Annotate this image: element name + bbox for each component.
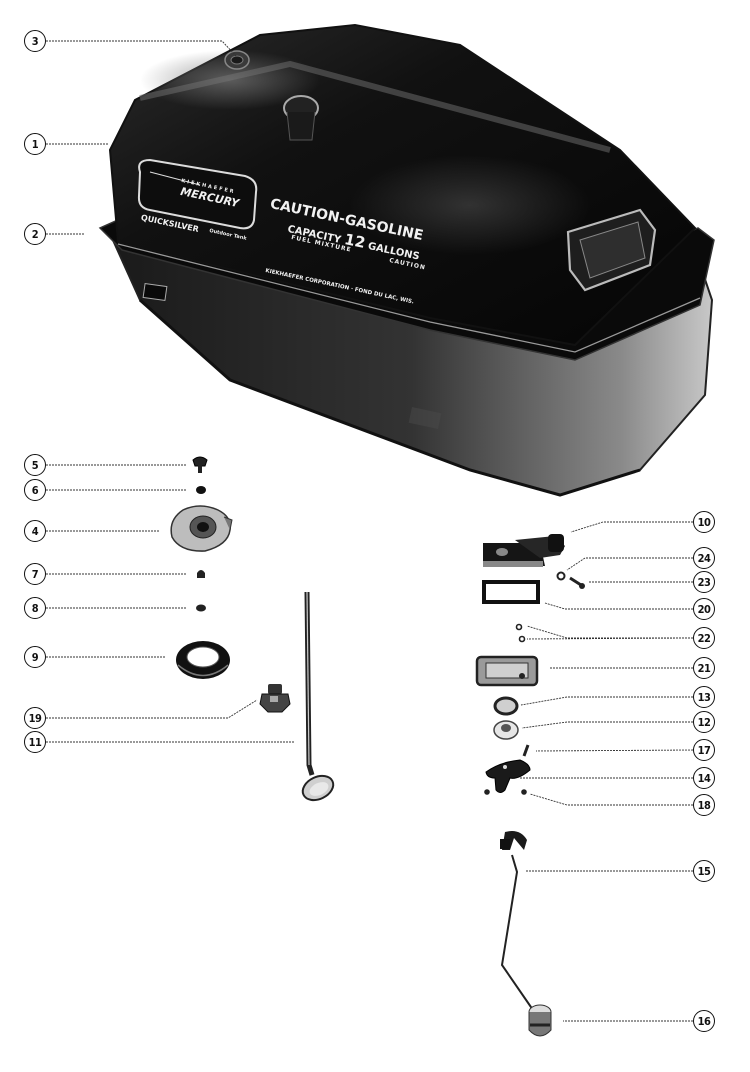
callout-21: 21 [693,657,715,679]
callout-22: 22 [693,627,715,649]
callout-5: 5 [24,454,46,476]
callout-9: 9 [24,646,46,668]
part-fuel-connector [483,534,565,567]
part-lockwasher [556,571,566,581]
callout-14: 14 [693,767,715,789]
callout-20: 20 [693,598,715,620]
part-small-screw [484,789,490,795]
part-o-ring-small [515,623,523,631]
part-fuel-gauge [485,759,531,793]
leader-lines [46,40,694,1022]
part-screw [569,576,585,589]
callout-16: 16 [693,1010,715,1032]
part-connector-gasket [482,580,540,604]
part-float [528,1004,552,1037]
callout-13: 13 [693,686,715,708]
part-o-ring-small [518,635,526,643]
callout-24: 24 [693,547,715,569]
callout-4: 4 [24,520,46,542]
callout-8: 8 [24,597,46,619]
callout-3: 3 [24,30,46,52]
part-gasket [176,641,230,679]
callout-19: 19 [24,707,46,729]
part-seal [493,696,519,716]
part-vent-screw [192,456,208,473]
callout-23: 23 [693,571,715,593]
callout-11: 11 [24,731,46,753]
part-float-arm [500,831,534,1011]
callout-17: 17 [693,739,715,761]
part-washer [196,486,206,494]
part-small-screw [521,789,527,795]
fuel-tank [98,23,715,497]
callout-15: 15 [693,860,715,882]
part-mounting-plate [475,655,539,687]
part-filler-cap [170,505,233,552]
part-pickup-tube [301,591,335,802]
part-plug [259,684,291,713]
callout-10: 10 [693,511,715,533]
left-parts [170,456,335,802]
part-gauge-screw [522,744,530,757]
callout-6: 6 [24,479,46,501]
callout-12: 12 [693,711,715,733]
part-o-ring [196,604,206,612]
callout-1: 1 [24,133,46,155]
callout-18: 18 [693,794,715,816]
right-parts [475,534,585,1037]
part-nut [197,570,205,578]
part-gauge-nut [493,720,519,740]
callout-2: 2 [24,223,46,245]
callout-7: 7 [24,563,46,585]
